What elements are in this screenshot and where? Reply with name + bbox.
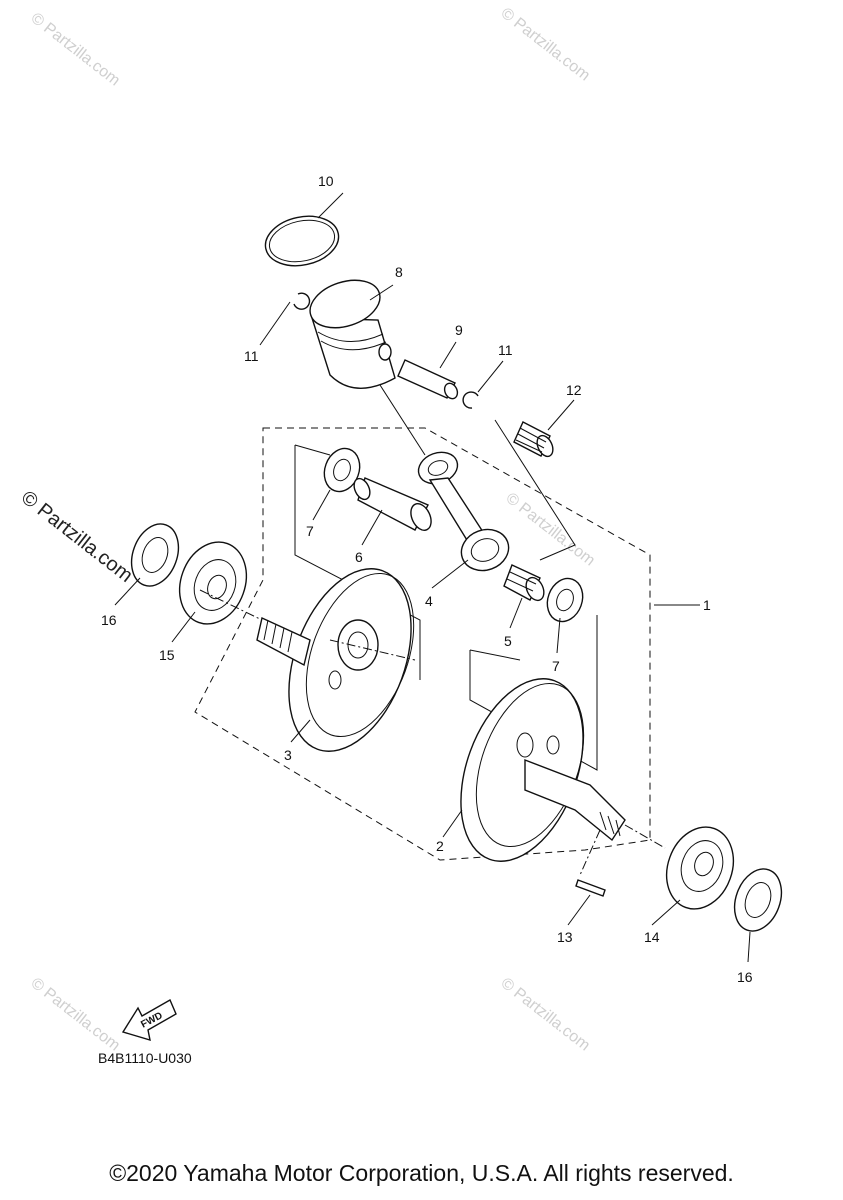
oil-seal (733, 868, 783, 932)
callout-13: 13 (557, 929, 573, 945)
leader-lines (114, 192, 751, 963)
crankshaft-assembly-outline (194, 427, 651, 861)
forward-arrow-icon: FWD (121, 999, 177, 1042)
piston (309, 279, 396, 389)
callout-1: 1 (703, 597, 711, 613)
crankshaft-half-left (256, 568, 415, 752)
woodruff-key (575, 879, 606, 897)
watermark: © Partzilla.com (503, 490, 598, 570)
callout-3: 3 (284, 747, 292, 763)
crank-pin (353, 477, 432, 531)
piston-pin (397, 359, 459, 400)
watermark: © Partzilla.com (28, 975, 123, 1055)
callout-9: 9 (455, 322, 463, 338)
diagram-code: B4B1110-U030 (98, 1050, 192, 1066)
watermark: © Partzilla.com (17, 487, 137, 587)
crankshaft-half-right (460, 678, 626, 862)
callout-11: 11 (498, 342, 513, 358)
piston-ring (264, 215, 340, 267)
callout-6: 6 (355, 549, 363, 565)
copyright-notice: ©2020 Yamaha Motor Corporation, U.S.A. A… (109, 1160, 734, 1186)
crankshaft-bearing (178, 541, 248, 625)
big-end-bearing (503, 564, 545, 602)
callout-numbers: 1 2 3 4 5 6 7 7 8 9 10 11 11 12 13 14 15… (101, 173, 753, 985)
callout-7: 7 (306, 523, 314, 539)
small-end-bearing (513, 421, 554, 458)
center-lines (199, 589, 666, 876)
connecting-rod (417, 451, 510, 572)
thrust-washer (546, 577, 584, 623)
callout-2: 2 (436, 838, 444, 854)
piston-clip (462, 391, 479, 409)
callout-11: 11 (244, 348, 259, 364)
piston-clip (293, 292, 311, 310)
callout-12: 12 (566, 382, 582, 398)
callout-16: 16 (737, 969, 753, 985)
callout-15: 15 (159, 647, 175, 663)
watermark: © Partzilla.com (498, 975, 593, 1055)
callout-5: 5 (504, 633, 512, 649)
callout-14: 14 (644, 929, 660, 945)
watermark: © Partzilla.com (498, 5, 593, 85)
watermark: © Partzilla.com (28, 10, 123, 90)
callout-10: 10 (318, 173, 334, 189)
callout-16: 16 (101, 612, 117, 628)
callout-7: 7 (552, 658, 560, 674)
callout-8: 8 (395, 264, 403, 280)
oil-seal (130, 523, 180, 587)
crankshaft-bearing (665, 826, 735, 910)
thrust-washer (323, 447, 361, 493)
callout-4: 4 (425, 593, 433, 609)
